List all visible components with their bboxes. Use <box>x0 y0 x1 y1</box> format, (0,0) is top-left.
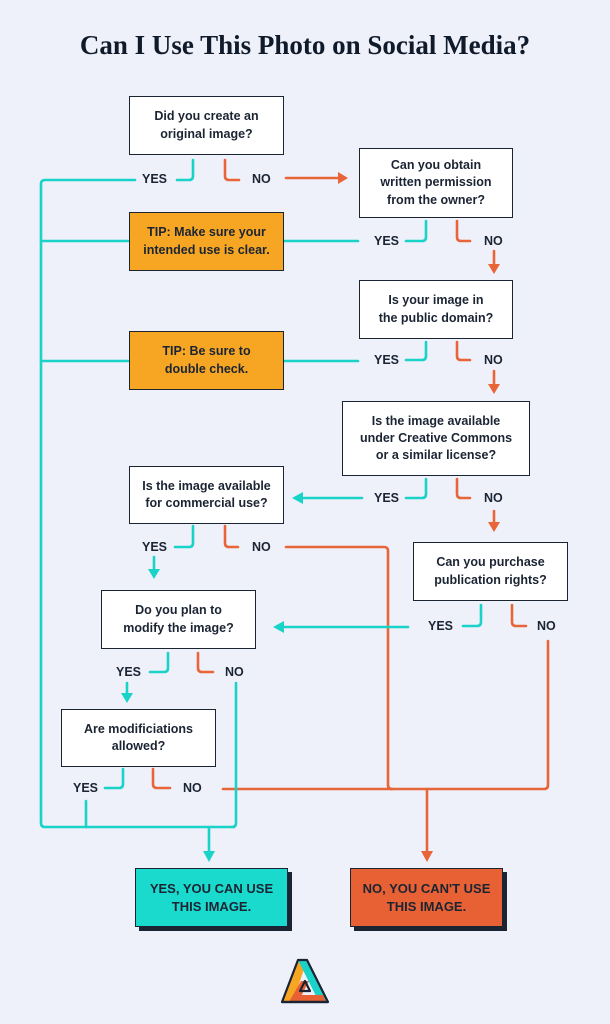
label-q4-no: NO <box>484 491 503 505</box>
connector-q8-yes-stub <box>103 767 125 790</box>
question-commercial-use: Is the image available for commercial us… <box>129 466 284 524</box>
connector-q4-no-stub <box>455 477 472 500</box>
label-q2-yes: YES <box>374 234 400 248</box>
arrow-to-q2 <box>338 172 348 184</box>
connector-q5-yes-stub <box>173 524 195 549</box>
result-yes-can-use: YES, YOU CAN USE THIS IMAGE. <box>135 868 288 927</box>
connector-q6-no-stub <box>510 603 528 628</box>
connector-left-yes-trunk <box>39 178 236 829</box>
question-create-original: Did you create an original image? <box>129 96 284 155</box>
connector-q8-no-stub <box>151 767 172 790</box>
triangle-logo-icon <box>280 958 330 1004</box>
label-q5-yes: YES <box>142 540 168 554</box>
arrow-to-q6 <box>488 522 500 532</box>
arrow-to-q5 <box>292 492 303 504</box>
tip-intended-use: TIP: Make sure your intended use is clea… <box>129 212 284 271</box>
connector-q2-no-stub <box>455 219 472 243</box>
page-title: Can I Use This Photo on Social Media? <box>79 30 531 60</box>
arrow-to-yes-result <box>203 851 215 862</box>
result-no-cannot-use: NO, YOU CAN'T USE THIS IMAGE. <box>350 868 503 927</box>
question-publication-rights: Can you purchase publication rights? <box>413 542 568 601</box>
label-q8-no: NO <box>183 781 202 795</box>
label-q2-no: NO <box>484 234 503 248</box>
label-q3-no: NO <box>484 353 503 367</box>
tip-double-check: TIP: Be sure to double check. <box>129 331 284 390</box>
label-q7-yes: YES <box>116 665 142 679</box>
label-q3-yes: YES <box>374 353 400 367</box>
label-q7-no: NO <box>225 665 244 679</box>
question-public-domain: Is your image in the public domain? <box>359 280 513 339</box>
question-modify-image: Do you plan to modify the image? <box>101 590 256 649</box>
question-creative-commons: Is the image available under Creative Co… <box>342 401 530 476</box>
arrow-to-q8 <box>121 693 133 703</box>
connector-q5-no-stub <box>223 524 240 549</box>
connector-q2-yes-stub <box>404 219 428 243</box>
label-q8-yes: YES <box>73 781 99 795</box>
label-q6-no: NO <box>537 619 556 633</box>
connector-q5-no-trunk <box>284 545 394 791</box>
arrow-to-no-result <box>421 851 433 862</box>
label-q6-yes: YES <box>428 619 454 633</box>
arrow-to-q4 <box>488 384 500 394</box>
arrow-to-q3 <box>488 264 500 274</box>
label-q5-no: NO <box>252 540 271 554</box>
connector-q3-yes-stub <box>404 340 428 362</box>
arrow-to-q7-from-q6 <box>273 621 284 633</box>
connector-q6-yes-stub <box>461 603 483 628</box>
connector-q1-yes <box>175 158 195 182</box>
connector-q7-no-stub <box>196 651 215 674</box>
label-q1-yes: YES <box>142 172 168 186</box>
connector-q1-no-stub <box>223 158 241 182</box>
connector-q6-no-trunk <box>221 639 550 791</box>
label-q1-no: NO <box>252 172 271 186</box>
connector-q7-no-trunk <box>230 681 238 829</box>
label-q4-yes: YES <box>374 491 400 505</box>
question-modifications-allowed: Are modificiations allowed? <box>61 709 216 767</box>
connector-q3-no-stub <box>455 340 472 362</box>
arrow-to-q7 <box>148 569 160 579</box>
question-written-permission: Can you obtain written permission from t… <box>359 148 513 218</box>
connector-q7-yes-stub <box>148 651 170 674</box>
connector-q4-yes-stub <box>404 477 428 500</box>
